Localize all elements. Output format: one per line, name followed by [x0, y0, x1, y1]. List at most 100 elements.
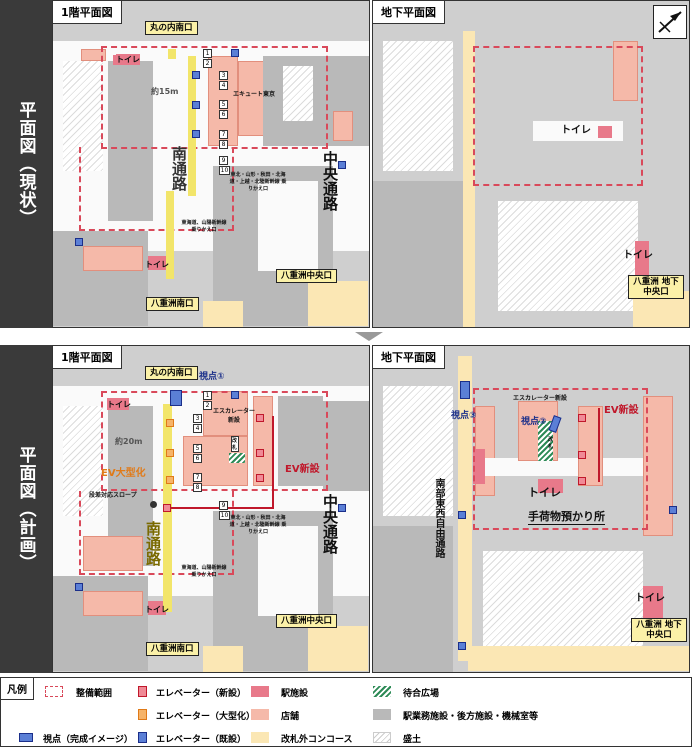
platform-number: 10	[219, 166, 230, 175]
elevator-enlarged-icon	[138, 709, 147, 720]
elevator-new-icon	[163, 504, 171, 512]
elevator-existing-icon	[138, 732, 147, 743]
platform-number: 6	[193, 454, 202, 463]
ev-new-label: EV新設	[285, 464, 320, 475]
elevator-enlarged-icon	[166, 449, 174, 457]
platform-number: 8	[193, 483, 202, 492]
platform-number: 9	[219, 156, 228, 165]
platform-number: 8	[219, 140, 228, 149]
toilet-label: トイレ	[107, 400, 131, 409]
elevator-new-icon	[256, 449, 264, 457]
elevator-existing-icon	[75, 583, 83, 591]
legend: 凡例 整備範囲 視点（完成イメージ） エレベーター（新設） エレベーター（大型化…	[0, 677, 692, 747]
side-label-plan: 平面図（計画）	[0, 345, 52, 673]
panel-title: 地下平面図	[373, 1, 445, 24]
station-facility-swatch	[251, 686, 269, 697]
central-passage-label: 中央通路	[321, 151, 339, 211]
platform-number: 10	[219, 511, 230, 520]
legend-title: 凡例	[1, 678, 34, 700]
platform-number: 4	[193, 424, 202, 433]
platform-number: 5	[193, 444, 202, 453]
exit-label-marunouchi-south: 丸の内南口	[145, 21, 198, 36]
toilet-label: トイレ	[145, 260, 169, 269]
platform-number: 4	[219, 81, 228, 90]
ev-leader-line	[272, 416, 274, 508]
legend-label: 駅施設	[281, 689, 309, 699]
waiting-plaza	[229, 453, 245, 463]
exit-label-marunouchi-south: 丸の内南口	[145, 366, 198, 381]
legend-label: 駅業務施設・後方施設・機械室等	[403, 712, 539, 722]
transfer-gate-label: 東北・山形・秋田・北海道・上越・北陸新幹線 乗りかえ口	[229, 515, 287, 535]
elevator-existing-icon	[338, 504, 346, 512]
ticket-gate-label: 改札	[231, 436, 239, 452]
transition-arrow-icon	[355, 332, 383, 341]
back-office-swatch	[373, 709, 391, 720]
elevator-existing-icon	[75, 238, 83, 246]
toilet-label: トイレ	[145, 605, 169, 614]
embankment-swatch	[373, 732, 391, 743]
elevator-existing-icon	[192, 71, 200, 79]
legend-label: 店舗	[281, 712, 300, 722]
width-label: 約15m	[151, 87, 179, 96]
transfer-gate-label: 東海道、山陽新幹線 乗りかえ口	[181, 565, 227, 578]
elevator-new-icon	[256, 414, 264, 422]
platform-number: 9	[219, 501, 228, 510]
exit-label-yaesu-south: 八重洲南口	[146, 297, 199, 312]
exit-label-yaesu-underground-central: 八重洲 地下中央口	[631, 618, 687, 643]
legend-label: 盛土	[403, 735, 422, 745]
free-passage-label: 南部東西自由通路	[433, 478, 444, 558]
exit-label-yaesu-south: 八重洲南口	[146, 642, 199, 657]
viewpoint-label: 視点③	[451, 411, 477, 421]
transfer-gate-label: 東海道、山陽新幹線 乗りかえ口	[181, 220, 227, 233]
panel-title: 地下平面図	[373, 346, 445, 369]
legend-label: エレベーター（新設）	[156, 689, 247, 699]
toilet-label: トイレ	[635, 593, 665, 604]
platform-number: 3	[219, 71, 228, 80]
elevator-existing-icon	[231, 391, 239, 399]
platform-number: 5	[219, 100, 228, 109]
north-arrow-icon	[653, 5, 687, 39]
toilet-label: トイレ	[561, 125, 591, 136]
south-passage-label: 南通路	[144, 521, 162, 566]
elevator-new-icon	[256, 474, 264, 482]
elevator-existing-icon	[192, 130, 200, 138]
platform-number: 1	[203, 391, 212, 400]
floor1-map-current: 1階平面図 丸の内南口 八重洲南口 八重洲中央口 南通路 中央通路 約15m エ…	[52, 0, 370, 328]
legend-label: 整備範囲	[76, 689, 113, 699]
legend-label: エレベーター（大型化）	[156, 712, 256, 722]
camera-icon	[170, 390, 182, 406]
floor1-map-plan: 1階平面図 視点① 丸の内南口 八重洲南口 八重洲中央口 南通路 中央通路 約2…	[52, 345, 370, 673]
elevator-existing-icon	[338, 161, 346, 169]
camera-icon	[460, 381, 470, 399]
panel-title: 1階平面図	[53, 346, 122, 369]
toilet-label: トイレ	[623, 250, 653, 261]
exit-label-yaesu-underground-central: 八重洲 地下中央口	[628, 275, 684, 300]
elevator-existing-icon	[458, 511, 466, 519]
platform-number: 7	[219, 130, 228, 139]
ev-leader-line	[598, 408, 600, 482]
elevator-existing-icon	[231, 49, 239, 57]
viewpoint-label: 視点②	[521, 417, 547, 427]
exit-label-yaesu-central: 八重洲中央口	[276, 614, 338, 629]
baggage-storage-label: 手荷物預かり所	[528, 510, 605, 525]
exit-label-yaesu-central: 八重洲中央口	[276, 269, 338, 284]
legend-label: 改札外コンコース	[281, 735, 353, 745]
ticket-gate-label: 改札	[548, 437, 554, 450]
elevator-new-icon	[578, 477, 586, 485]
central-passage-label: 中央通路	[321, 494, 339, 554]
platform-number: 2	[203, 59, 212, 68]
platform-number: 1	[203, 49, 212, 58]
legend-label: エレベーター（既設）	[156, 735, 247, 745]
concourse-swatch	[251, 732, 269, 743]
basement-map-current: 地下平面図 トイレ トイレ 八重洲 地下中央口	[372, 0, 690, 328]
ev-enlarge-label: EV大型化	[101, 468, 146, 479]
waiting-plaza	[538, 421, 553, 461]
platform-number: 3	[193, 414, 202, 423]
shop-label: エキュート東京	[233, 91, 276, 98]
legend-label: 視点（完成イメージ）	[43, 735, 133, 745]
viewpoint-label: 視点①	[199, 372, 225, 382]
transfer-gate-label: 東北・山形・秋田・北海道・上越・北陸新幹線 乗りかえ口	[229, 172, 287, 192]
south-passage-label: 南通路	[170, 146, 188, 191]
ev-new-label: EV新設	[604, 405, 639, 416]
camera-icon	[19, 733, 33, 742]
